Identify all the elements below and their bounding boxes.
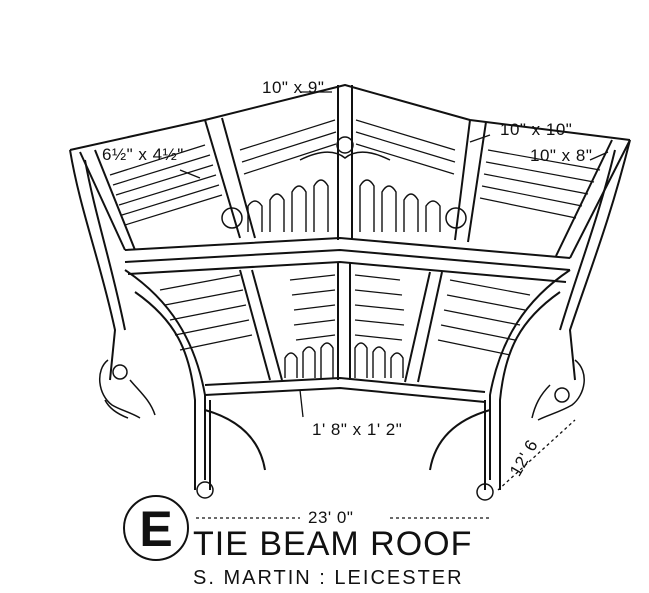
left-foot-icon bbox=[196, 481, 214, 499]
left-angel-icon bbox=[99, 359, 156, 419]
rafter-right-dimension-label: 10" x 8" bbox=[530, 146, 593, 165]
ridge-dimension-label: 10" x 9" bbox=[262, 78, 325, 97]
right-foot-icon bbox=[476, 483, 494, 501]
left-outer-arch bbox=[69, 149, 116, 381]
upper-tie-beam bbox=[124, 237, 571, 259]
plate-title: TIE BEAM ROOF bbox=[193, 525, 473, 563]
tie-beam-dimension-label: 1' 8" x 1' 2" bbox=[312, 420, 403, 439]
right-outer-arch bbox=[569, 139, 631, 381]
top-angel-icon bbox=[299, 136, 391, 161]
plate-subtitle: S. MARTIN : LEICESTER bbox=[193, 567, 464, 589]
plate-letter: E bbox=[139, 501, 173, 557]
right-head-icon bbox=[445, 207, 467, 229]
principal-right-dimension-label: 10" x 10" bbox=[500, 120, 573, 139]
lower-tie-beam bbox=[204, 377, 486, 393]
roof-outline bbox=[69, 84, 631, 151]
span-dimension-label: 23' 0" bbox=[305, 508, 357, 528]
plate-letter-circle: E bbox=[123, 495, 189, 561]
left-head-icon bbox=[221, 207, 243, 229]
right-angel-icon bbox=[531, 359, 585, 421]
rafter-left-dimension-label: 6½" x 4½" bbox=[102, 145, 184, 164]
